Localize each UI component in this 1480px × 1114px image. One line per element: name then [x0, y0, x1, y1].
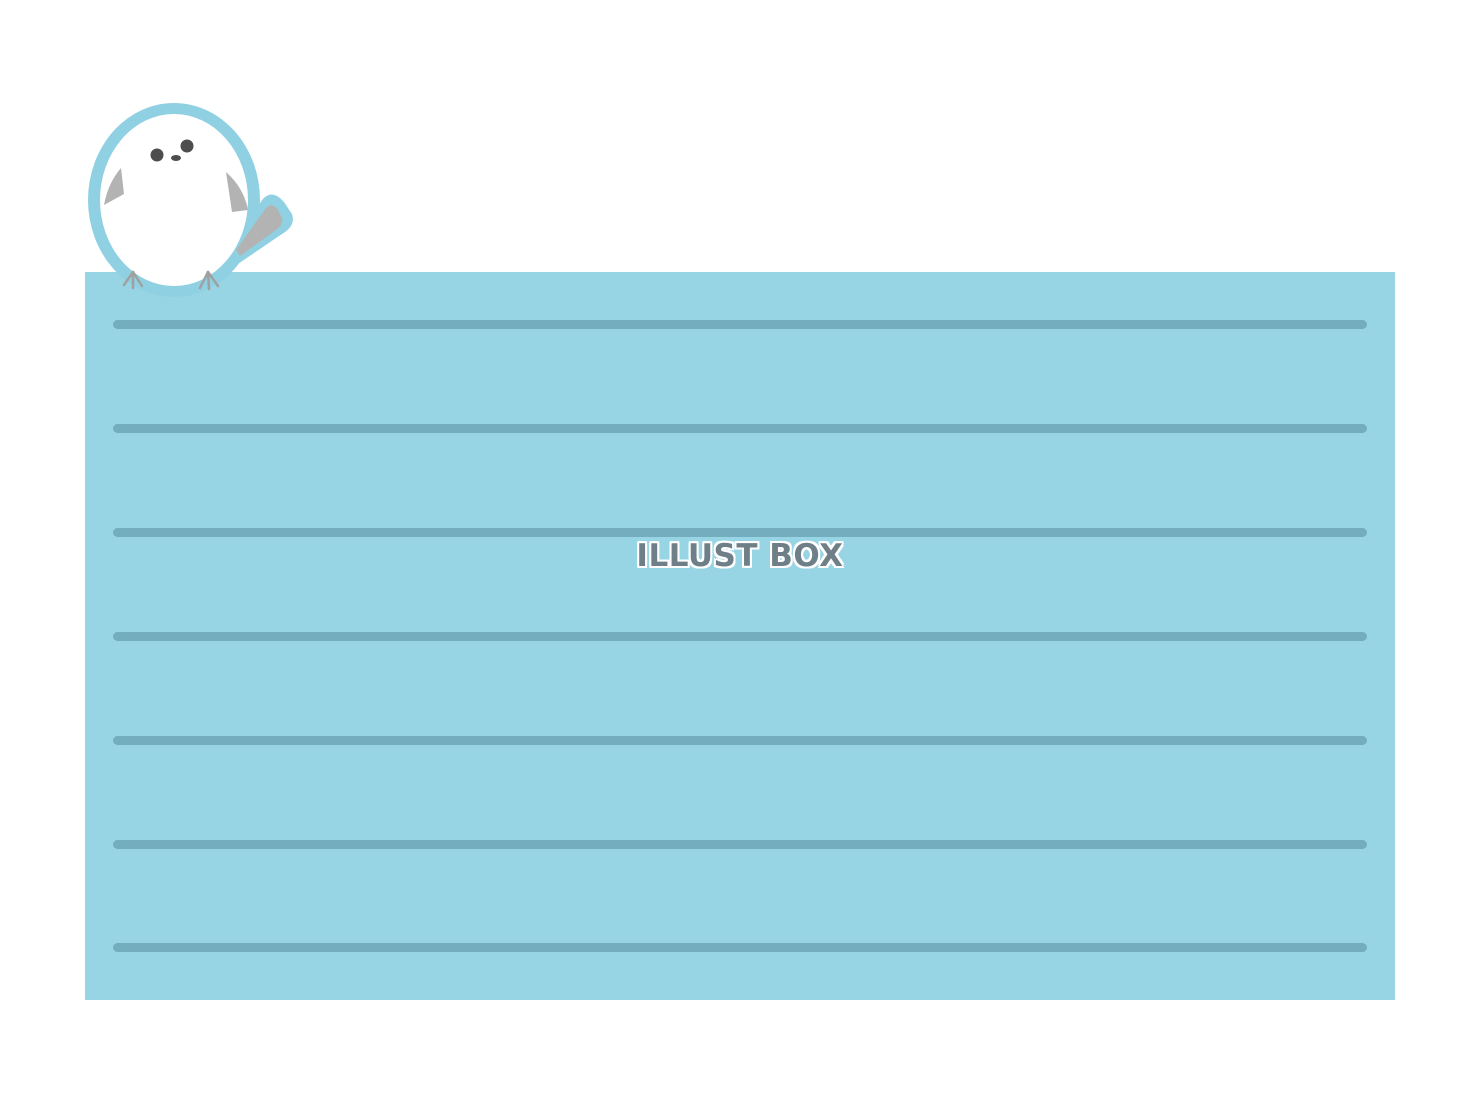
ruled-lines: [85, 272, 1395, 1000]
bird-body: [100, 114, 248, 286]
bird-left-eye: [150, 148, 164, 162]
bird-left-foot: [122, 270, 144, 290]
lined-memo-card: ILLUST BOX: [85, 272, 1395, 1000]
bird-tail: [236, 205, 283, 256]
ruled-line: [113, 632, 1367, 641]
bird-beak: [171, 155, 181, 161]
ruled-line: [113, 943, 1367, 952]
ruled-line: [113, 528, 1367, 537]
bird-right-foot: [198, 270, 220, 291]
bird-left-wing: [104, 168, 124, 205]
ruled-line: [113, 736, 1367, 745]
bird-right-wing: [226, 172, 248, 212]
ruled-line: [113, 424, 1367, 433]
ruled-line: [113, 840, 1367, 849]
watermark-text: ILLUST BOX: [636, 538, 844, 574]
bird-right-eye: [180, 139, 194, 153]
ruled-line: [113, 320, 1367, 329]
long-tailed-tit-icon: [88, 103, 293, 297]
